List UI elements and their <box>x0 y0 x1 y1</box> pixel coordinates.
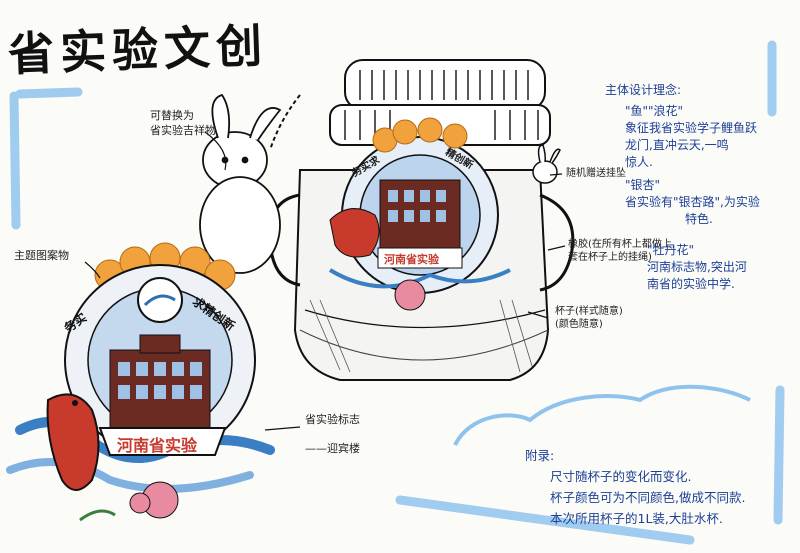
design-item-fish: "鱼""浪花" 象征我省实验学子鲤鱼跃 龙门,直冲云天,一鸣 惊人. <box>625 103 790 171</box>
label-replaceable-line: 省实验吉祥物 <box>150 124 216 137</box>
design-item-ginkgo: "银杏" 省实验有"银杏路",为实验 特色. <box>625 177 790 228</box>
label-replaceable-line: 可替换为 <box>150 109 194 122</box>
label-cup-style-line: 杯子(样式随意) <box>555 306 623 317</box>
cloud-outline <box>453 384 751 446</box>
label-replaceable: 可替换为 省实验吉祥物 <box>150 108 216 138</box>
label-cup-style: 杯子(样式随意) (颜色随意) <box>555 305 623 331</box>
design-item-name: "牡丹花" <box>647 243 695 257</box>
label-main-pattern: 主题图案物 <box>14 249 69 262</box>
design-item-line: 特色. <box>685 212 713 226</box>
leader-lines <box>84 131 566 431</box>
design-item-name: "鱼""浪花" <box>625 104 684 118</box>
appendix-line: 杯子颜色可为不同颜色,做成不同款. <box>550 490 746 505</box>
label-rubber-sleeve-line: 套在杯子上的挂绳) <box>568 252 652 263</box>
chain <box>269 94 301 151</box>
pendant-bunny <box>532 144 561 184</box>
label-logo-line: ——迎宾楼 <box>305 442 360 455</box>
appendix-line: 尺寸随杯子的变化而变化. <box>550 469 692 484</box>
design-item-name: "银杏" <box>625 178 661 192</box>
design-item-peony: "牡丹花" 河南标志物,突出河 南省的实验中学. <box>647 242 790 293</box>
design-heading: 主体设计理念: <box>605 83 682 97</box>
appendix: 附录: 尺寸随杯子的变化而变化. 杯子颜色可为不同颜色,做成不同款. 本次所用杯… <box>525 445 785 529</box>
label-logo-line: 省实验标志 <box>305 413 360 426</box>
label-pendant: 随机赠送挂坠 <box>566 168 626 179</box>
cup-badge <box>328 117 511 311</box>
design-item-line: 象征我省实验学子鲤鱼跃 <box>625 121 758 135</box>
logo-badge <box>6 242 275 522</box>
badge-banner: 河南省实验 <box>117 436 198 455</box>
design-item-line: 南省的实验中学. <box>647 277 735 291</box>
appendix-line: 本次所用杯子的1L装,大肚水杯. <box>550 511 723 526</box>
label-rubber-sleeve: 橡胶(在所有杯上都做上, 套在杯子上的挂绳) <box>568 238 675 264</box>
label-rubber-sleeve-line: 橡胶(在所有杯上都做上, <box>568 239 676 250</box>
label-logo: 省实验标志 ——迎宾楼 <box>305 412 360 456</box>
design-item-line: 河南标志物,突出河 <box>647 260 747 274</box>
design-item-line: 龙门,直冲云天,一鸣 <box>625 138 729 152</box>
cup-badge-banner: 河南省实验 <box>384 253 439 266</box>
marker-strokes <box>9 40 785 545</box>
design-item-line: 惊人. <box>625 155 653 169</box>
appendix-heading: 附录: <box>525 448 555 463</box>
label-cup-style-line: (颜色随意) <box>555 319 603 330</box>
design-item-line: 省实验有"银杏路",为实验 <box>625 195 760 209</box>
design-concept: 主体设计理念: "鱼""浪花" 象征我省实验学子鲤鱼跃 龙门,直冲云天,一鸣 惊… <box>605 82 790 293</box>
